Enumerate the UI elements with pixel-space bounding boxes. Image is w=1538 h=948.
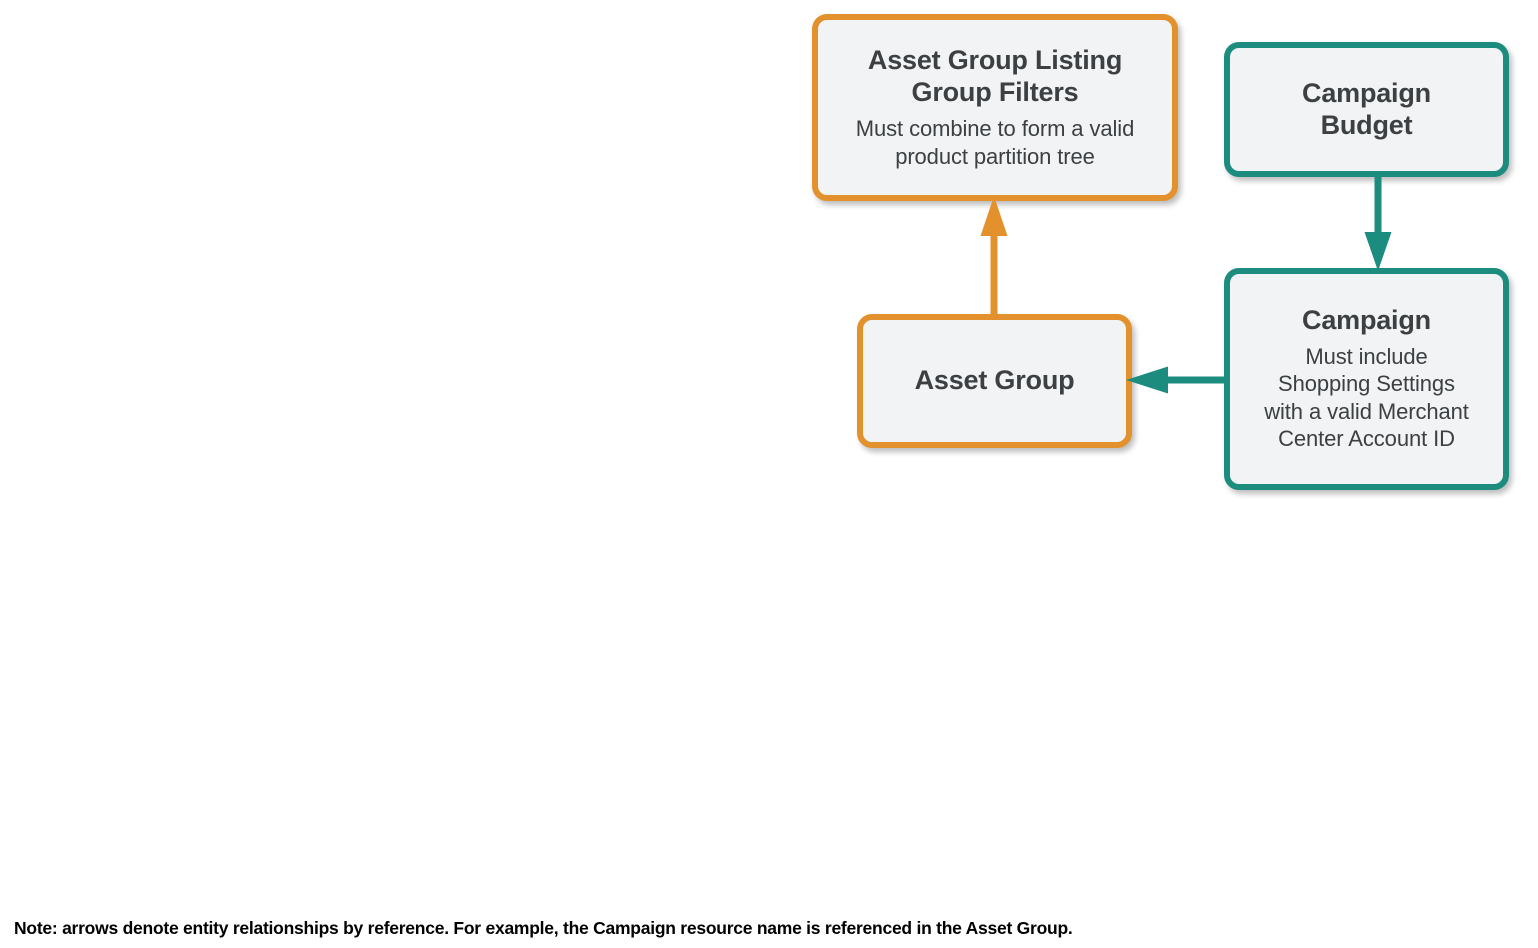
node-title: Campaign [1302, 305, 1431, 337]
node-description-line: Must combine to form a valid [855, 116, 1135, 142]
node-title-line: Group Filters [911, 76, 1079, 107]
node-asset-group[interactable]: Asset Group [857, 314, 1132, 448]
node-description: Must combine to form a valid product par… [855, 115, 1135, 170]
node-description-line: product partition tree [895, 143, 1095, 169]
node-asset-group-listing-group-filters[interactable]: Asset Group Listing Group Filters Must c… [812, 14, 1178, 201]
node-campaign-budget[interactable]: Campaign Budget [1224, 42, 1509, 177]
node-description-line: Shopping Settings [1278, 371, 1455, 397]
arrow-campaign-budget-to-campaign-icon [1352, 172, 1404, 271]
node-title-line: Campaign [1302, 305, 1431, 336]
node-title-line: Asset Group [914, 365, 1075, 396]
arrow-asset-group-to-listing-group-filters-icon [968, 196, 1020, 318]
node-title: Asset Group [915, 365, 1075, 397]
node-description-line: Center Account ID [1278, 426, 1455, 452]
node-title-line: Campaign [1302, 77, 1431, 108]
node-description: Must include Shopping Settings with a va… [1264, 343, 1469, 453]
node-description-line: Must include [1305, 343, 1428, 369]
node-title: Asset Group Listing Group Filters [868, 45, 1122, 108]
arrow-campaign-to-asset-group-icon [1126, 365, 1228, 417]
node-title-line: Asset Group Listing [867, 44, 1123, 75]
node-campaign[interactable]: Campaign Must include Shopping Settings … [1224, 268, 1509, 490]
footer-note: Note: arrows denote entity relationships… [14, 918, 1073, 938]
node-description-line: with a valid Merchant [1264, 398, 1469, 424]
node-title-line: Budget [1320, 109, 1413, 140]
node-title: Campaign Budget [1302, 78, 1431, 141]
